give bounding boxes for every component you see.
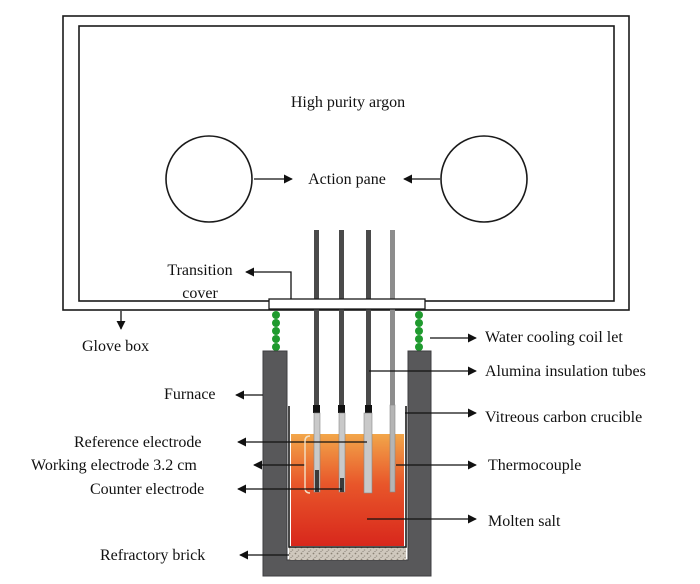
electrode-rods [314, 230, 395, 406]
working-electrode-label: Working electrode 3.2 cm [31, 457, 197, 474]
transition-cover-arrow [245, 267, 292, 299]
water-cooling-label: Water cooling coil let [485, 329, 623, 346]
argon-label: High purity argon [291, 94, 405, 111]
electrode-sheaths [313, 404, 396, 494]
glove-box [62, 15, 630, 311]
working-electrode-bracket [304, 435, 311, 494]
right-glove-port [440, 135, 528, 223]
counter-electrode-label: Counter electrode [90, 481, 204, 498]
furnace [262, 350, 432, 577]
alumina-label: Alumina insulation tubes [485, 363, 646, 380]
glove-box-label: Glove box [82, 338, 149, 355]
refractory-brick-label: Refractory brick [100, 547, 205, 564]
transition-cover-label-line1: Transition [167, 262, 232, 279]
molten-salt [291, 434, 404, 546]
vitreous-carbon-crucible [288, 406, 407, 548]
crucible-label: Vitreous carbon crucible [485, 409, 642, 426]
furnace-label: Furnace [164, 386, 216, 403]
refractory-brick [289, 547, 406, 560]
reference-electrode-label: Reference electrode [74, 434, 201, 451]
left-glove-port [165, 135, 253, 223]
molten-salt-label: Molten salt [488, 513, 561, 530]
thermocouple-label: Thermocouple [488, 457, 581, 474]
action-pane-label: Action pane [308, 171, 386, 188]
transition-cover-label-line2: cover [182, 285, 218, 302]
water-cooling-coil [272, 311, 423, 351]
transition-cover [268, 298, 426, 310]
